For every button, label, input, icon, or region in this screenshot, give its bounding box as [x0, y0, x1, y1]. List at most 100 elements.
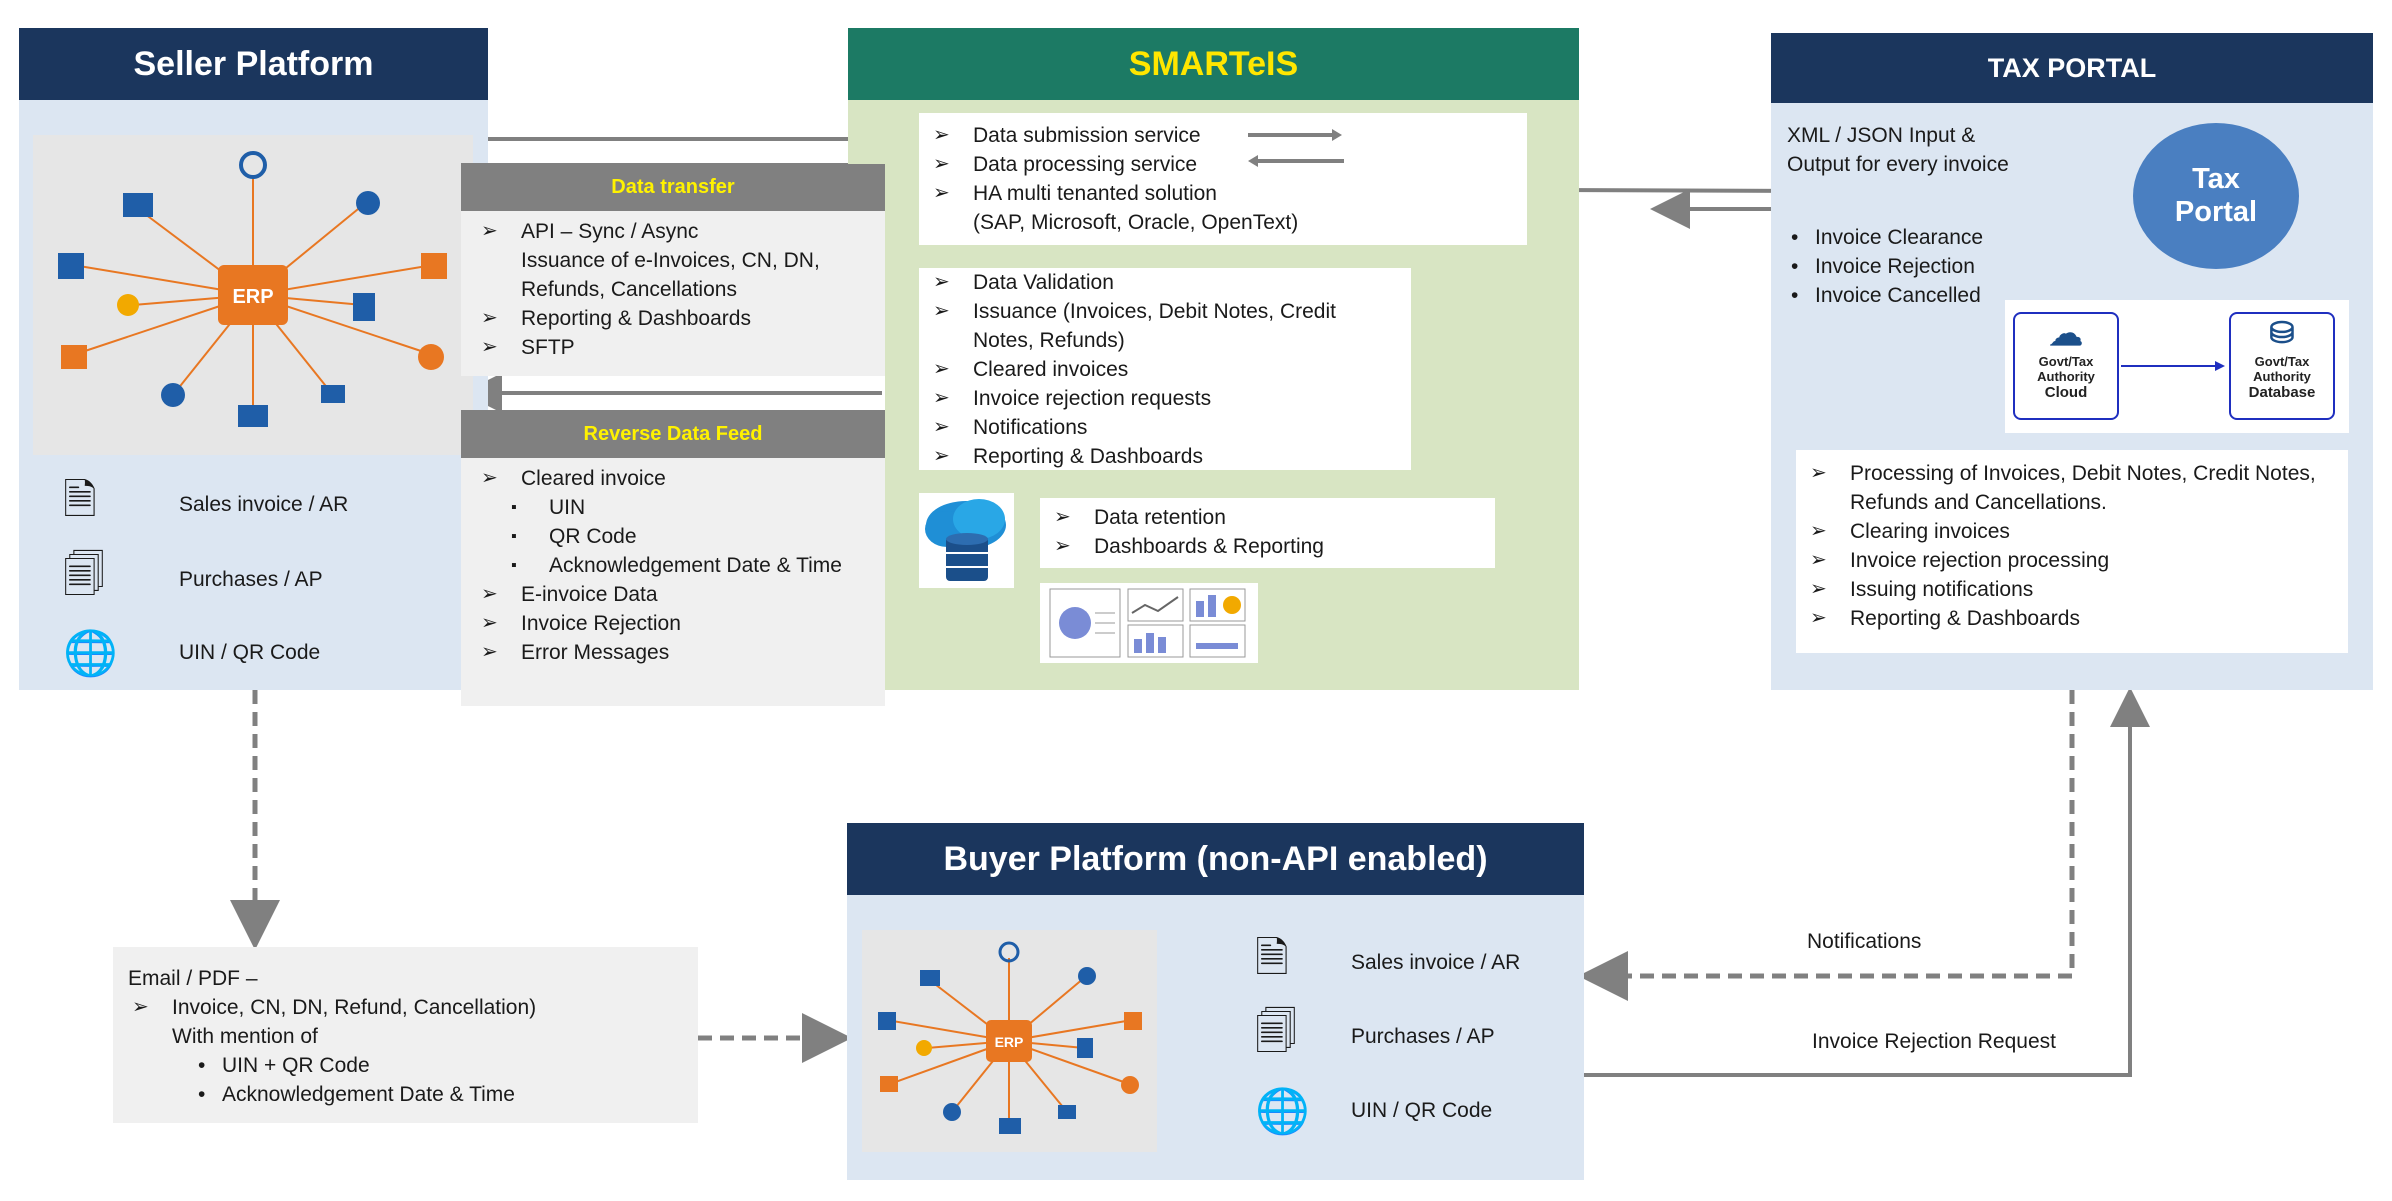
smarteis-retention-box: Data retention Dashboards & Reporting	[1040, 498, 1495, 568]
database-icon: ⛁	[2269, 317, 2295, 350]
notifications-label: Notifications	[1807, 930, 1922, 953]
smarteis-header: SMARTeIS	[848, 28, 1579, 100]
cloud-icon: ☁	[2049, 315, 2083, 353]
email-bullet: UIN + QR Code	[194, 1051, 684, 1080]
reverse-feed-header: Reverse Data Feed	[461, 410, 885, 458]
buyer-item-uin: 🌐 UIN / QR Code	[1255, 1081, 1575, 1141]
erp-diagram-icon: ERP	[878, 941, 1142, 1134]
smarteis-services-box: Data submission service Data processing …	[919, 113, 1527, 245]
email-mention: With mention of	[172, 1025, 318, 1048]
govt-db-bold: Database	[2248, 384, 2316, 401]
smarteis-panel-edge	[848, 100, 885, 164]
email-bullet: Acknowledgement Date & Time	[194, 1080, 684, 1109]
govt-cloud-label: Govt/Tax Authority	[2037, 354, 2095, 384]
seller-item-label: Sales invoice / AR	[179, 493, 349, 516]
service-item: Data submission service	[929, 121, 1517, 150]
reverse-feed-item: Error Messages	[477, 638, 875, 667]
tax-to-buyer-notifications-dashed	[1578, 690, 2075, 1001]
reverse-feed-title: Reverse Data Feed	[583, 422, 763, 445]
erp-center-label: ERP	[232, 286, 273, 308]
buyer-erp-graphic: ERP	[862, 930, 1157, 1152]
tax-bullet: Invoice Clearance	[1787, 223, 2067, 252]
seller-item-label: Purchases / AP	[179, 568, 323, 591]
buyer-item-purchases: 🗐 Purchases / AP	[1255, 1007, 1575, 1067]
buyer-platform-panel: ERP 🗎 Sales invoice / AR 🗐 Purchases / A…	[847, 895, 1584, 1180]
processing-item: Processing of Invoices, Debit Notes, Cre…	[1806, 459, 2338, 517]
seller-item-sales: 🗎 Sales invoice / AR	[63, 475, 463, 535]
seller-platform-panel: ERP 🗎 Sales invoice / AR 🗐 Purchases / A…	[19, 100, 488, 690]
smarteis-validation-box: Data Validation Issuance (Invoices, Debi…	[919, 268, 1411, 471]
service-item: Data processing service	[929, 150, 1517, 179]
reverse-feed-item: Invoice Rejection	[477, 609, 875, 638]
email-heading: Email / PDF –	[128, 967, 258, 990]
buyer-platform-header: Buyer Platform (non-API enabled)	[847, 823, 1584, 895]
validation-item: Reporting & Dashboards	[929, 442, 1401, 471]
seller-item-uin: 🌐 UIN / QR Code	[63, 623, 463, 683]
tax-portal-panel: XML / JSON Input & Output for every invo…	[1771, 103, 2373, 690]
document-icon: 🗎	[1255, 933, 1289, 981]
globe-icon: 🌐	[1255, 1087, 1310, 1136]
globe-icon: 🌐	[63, 629, 118, 678]
data-transfer-item: SFTP	[477, 333, 875, 362]
documents-icon: 🗐	[63, 550, 105, 598]
processing-item: Clearing invoices	[1806, 517, 2338, 546]
service-arrows	[1248, 129, 1344, 167]
seller-item-purchases: 🗐 Purchases / AP	[63, 550, 463, 610]
reverse-feed-item: Cleared invoice	[477, 464, 875, 493]
dashboard-thumbnail-icon	[1040, 583, 1258, 663]
buyer-platform-title: Buyer Platform (non-API enabled)	[943, 839, 1488, 878]
validation-item: Notifications	[929, 413, 1401, 442]
tax-processing-box: Processing of Invoices, Debit Notes, Cre…	[1796, 450, 2348, 653]
documents-icon: 🗐	[1255, 1007, 1297, 1055]
seller-erp-graphic: ERP	[33, 135, 473, 455]
buyer-item-sales: 🗎 Sales invoice / AR	[1255, 933, 1575, 993]
processing-item: Invoice rejection processing	[1806, 546, 2338, 575]
govt-db-card: ⛁ Govt/Tax Authority Database	[2229, 312, 2335, 420]
buyer-item-label: UIN / QR Code	[1351, 1099, 1493, 1122]
email-pdf-box: Email / PDF – Invoice, CN, DN, Refund, C…	[113, 947, 698, 1123]
smarteis-title: SMARTeIS	[1128, 44, 1299, 83]
reverse-feed-item: E-invoice Data	[477, 580, 875, 609]
retention-item: Data retention	[1050, 503, 1485, 532]
tax-portal-circle-label: Tax Portal	[2174, 163, 2258, 228]
service-item: HA multi tenanted solution(SAP, Microsof…	[929, 179, 1517, 237]
tax-portal-circle: Tax Portal	[2133, 123, 2299, 269]
tax-portal-header: TAX PORTAL	[1771, 33, 2373, 103]
data-transfer-header: Data transfer	[461, 163, 885, 211]
erp-diagram-icon: ERP	[58, 151, 447, 427]
validation-item: Issuance (Invoices, Debit Notes, Credit …	[929, 297, 1401, 355]
erp-center-label: ERP	[995, 1034, 1024, 1050]
seller-platform-header: Seller Platform	[19, 28, 488, 100]
cleared-sub-item: QR Code	[477, 522, 875, 551]
erp-chip-icon	[986, 1020, 1032, 1062]
cleared-sub-item: Acknowledgement Date & Time	[477, 551, 875, 580]
document-icon: 🗎	[63, 475, 97, 523]
cloud-database-icon	[919, 493, 1014, 588]
buyer-item-label: Sales invoice / AR	[1351, 951, 1521, 974]
govt-cloud-db-box: ☁ Govt/Tax Authority Cloud ⛁ Govt/Tax Au…	[2005, 300, 2349, 433]
validation-item: Invoice rejection requests	[929, 384, 1401, 413]
cleared-sub-item: UIN	[477, 493, 875, 522]
tax-bullet: Invoice Cancelled	[1787, 281, 2067, 310]
cloud-to-db-arrow	[2121, 361, 2225, 371]
govt-cloud-bold: Cloud	[2044, 384, 2088, 401]
retention-item: Dashboards & Reporting	[1050, 532, 1485, 561]
tax-bullets: Invoice Clearance Invoice Rejection Invo…	[1787, 223, 2067, 310]
seller-platform-title: Seller Platform	[133, 44, 374, 83]
erp-chip-icon	[218, 265, 288, 325]
email-item: Invoice, CN, DN, Refund, Cancellation)Wi…	[128, 993, 684, 1051]
tax-portal-title: TAX PORTAL	[1987, 52, 2157, 83]
reverse-feed-panel: Cleared invoice UIN QR Code Acknowledgem…	[461, 458, 885, 706]
data-transfer-item: Reporting & Dashboards	[477, 304, 875, 333]
buyer-to-tax-rejection-line	[1582, 687, 2150, 1077]
validation-item: Cleared invoices	[929, 355, 1401, 384]
processing-item: Issuing notifications	[1806, 575, 2338, 604]
govt-db-label: Govt/Tax Authority	[2253, 354, 2311, 384]
api-sub-text: Issuance of e-Invoices, CN, DN, Refunds,…	[521, 249, 820, 301]
govt-cloud-card: ☁ Govt/Tax Authority Cloud	[2013, 312, 2119, 420]
buyer-item-label: Purchases / AP	[1351, 1025, 1495, 1048]
tax-bullet: Invoice Rejection	[1787, 252, 2067, 281]
data-transfer-title: Data transfer	[611, 175, 735, 198]
